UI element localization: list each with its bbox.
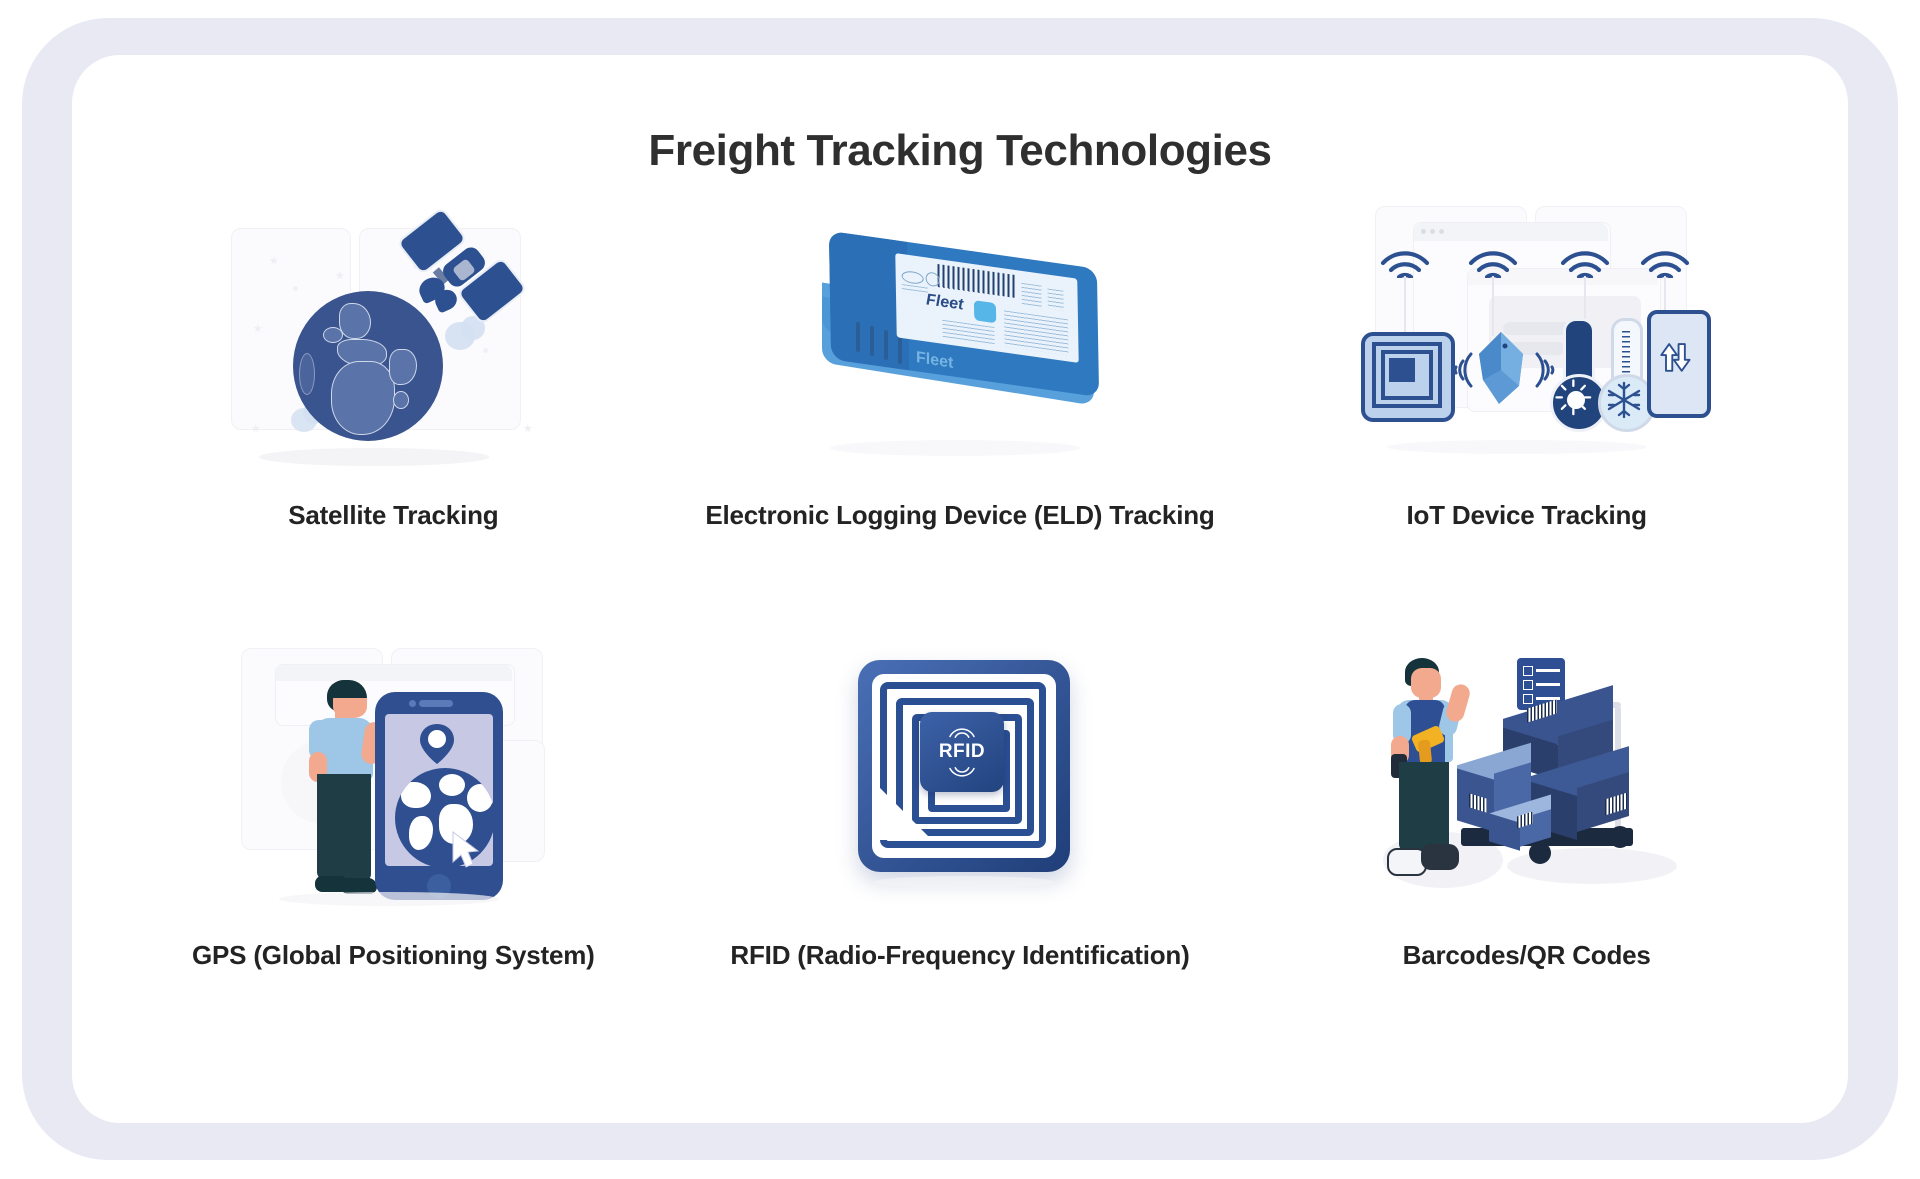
person-icon xyxy=(315,876,350,892)
globe-icon xyxy=(395,768,496,868)
rfid-tag-icon: RFID xyxy=(857,660,1070,872)
card-barcode-qr-tracking[interactable]: Barcodes/QR Codes xyxy=(1243,636,1810,1076)
browser-titlebar xyxy=(1467,269,1658,285)
star-icon xyxy=(293,286,299,291)
map-pin-icon xyxy=(420,724,455,764)
nfc-chip-icon xyxy=(1360,332,1455,422)
card-satellite-tracking[interactable]: Satellite Tracking xyxy=(110,196,677,636)
ground-shadow xyxy=(1386,440,1647,454)
ground-shadow xyxy=(873,876,1054,888)
signal-wave-icon xyxy=(949,766,975,777)
star-icon xyxy=(253,324,263,333)
sensor-icon xyxy=(1478,332,1523,404)
rfid-tag-illustration: RFID xyxy=(790,636,1130,926)
card-label-rfid-tracking: RFID (Radio-Frequency Identification) xyxy=(730,940,1190,970)
star-icon xyxy=(523,424,533,433)
technology-grid: Satellite Tracking Fleet xyxy=(110,196,1810,1076)
vent-slot xyxy=(869,325,874,357)
card-iot-device-tracking[interactable]: IoT Device Tracking xyxy=(1243,196,1810,636)
signal-wave-icon xyxy=(1453,352,1473,388)
gps-person-phone-illustration xyxy=(223,636,563,926)
star-icon xyxy=(251,424,261,433)
worker-icon xyxy=(1392,704,1411,744)
person-icon xyxy=(341,774,372,882)
smartphone-transfer-icon xyxy=(1646,310,1711,418)
worker-icon xyxy=(1422,762,1449,854)
wifi-icon xyxy=(1560,251,1609,278)
vent-slot xyxy=(855,321,860,353)
card-label-barcode-qr-tracking: Barcodes/QR Codes xyxy=(1402,940,1651,970)
wifi-icon xyxy=(1468,251,1517,278)
vent-slot xyxy=(897,333,902,365)
signal-wave-icon xyxy=(1535,352,1554,388)
globe-icon xyxy=(293,291,444,441)
trolley-icon xyxy=(1608,826,1631,848)
star-icon xyxy=(483,348,489,353)
browser-titlebar xyxy=(1413,223,1608,241)
barcode-scanner-icon xyxy=(1417,739,1432,765)
star-icon xyxy=(335,271,345,280)
antenna-coil-icon xyxy=(879,682,1046,848)
ground-shadow xyxy=(259,448,490,466)
rfid-chip-label: RFID xyxy=(938,740,986,762)
rfid-chip: RFID xyxy=(919,712,1004,792)
card-gps-tracking[interactable]: GPS (Global Positioning System) xyxy=(110,636,677,1076)
snowflake-icon xyxy=(1607,381,1640,419)
page-title: Freight Tracking Technologies xyxy=(648,126,1272,175)
thermometer-cold-icon xyxy=(1597,374,1656,432)
worker-icon xyxy=(1398,762,1425,852)
card-rfid-tracking[interactable]: RFID RFID (Radio-Frequency Identificatio… xyxy=(677,636,1244,1076)
card-label-iot-device-tracking: IoT Device Tracking xyxy=(1406,500,1647,530)
vent-slot xyxy=(883,329,888,361)
fleet-logo-icon: Fleet xyxy=(925,291,964,314)
person-icon xyxy=(341,878,378,894)
eld-device-illustration: Fleet Fleet xyxy=(790,196,1130,486)
fleet-logo-icon xyxy=(973,300,997,324)
ground-shadow xyxy=(829,440,1080,456)
card-label-eld-tracking: Electronic Logging Device (ELD) Tracking xyxy=(705,500,1215,530)
antenna-coil-icon xyxy=(895,698,1034,836)
star-icon xyxy=(269,256,279,265)
satellite-globe-illustration xyxy=(223,196,563,486)
signal-wave-icon xyxy=(949,727,975,738)
card-eld-tracking[interactable]: Fleet Fleet Electronic Logging Device (E… xyxy=(677,196,1244,636)
iot-devices-illustration xyxy=(1357,196,1711,486)
browser-titlebar xyxy=(276,665,513,681)
card-label-satellite-tracking: Satellite Tracking xyxy=(288,500,499,530)
card-label-gps-tracking: GPS (Global Positioning System) xyxy=(192,940,595,970)
person-icon xyxy=(327,680,368,698)
worker-icon xyxy=(1420,844,1459,870)
wifi-icon xyxy=(1380,251,1429,278)
person-icon xyxy=(309,720,332,760)
worker-icon xyxy=(1410,668,1441,698)
cursor-icon xyxy=(452,830,480,868)
ground-shadow xyxy=(279,892,500,906)
wifi-icon xyxy=(1640,251,1689,278)
barcode-icon xyxy=(937,263,1016,299)
trolley-icon xyxy=(1528,842,1551,864)
worker-icon xyxy=(1443,682,1472,724)
barcode-worker-illustration xyxy=(1357,636,1697,926)
